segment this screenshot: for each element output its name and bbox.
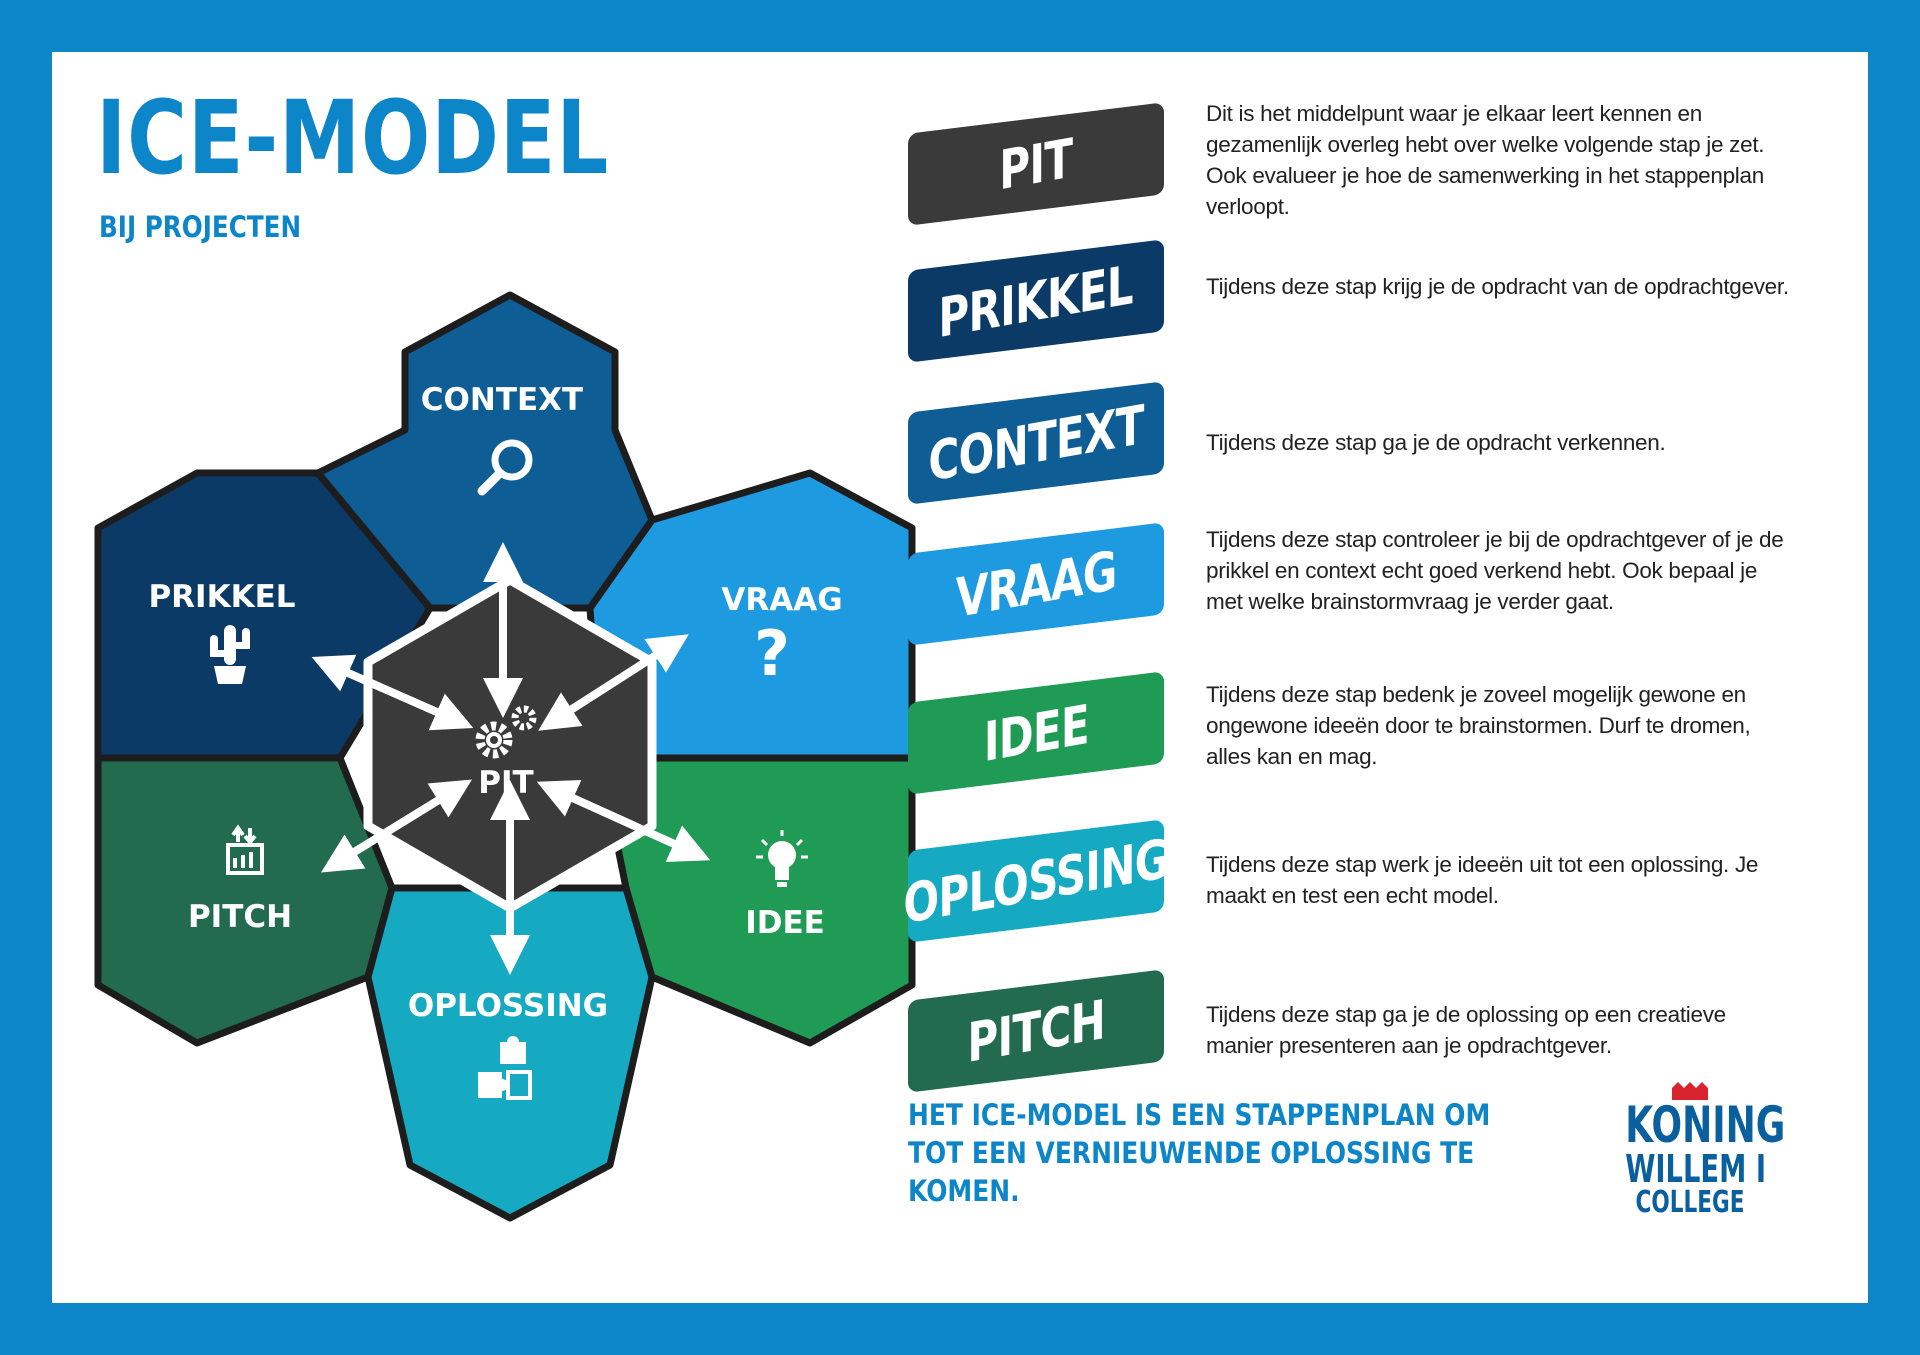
crown-icon xyxy=(1672,1082,1708,1100)
gears-icon xyxy=(475,705,537,759)
cactus-icon xyxy=(210,625,250,684)
label-pitch: PITCH xyxy=(188,899,292,935)
description-prikkel: Tijdens deze stap krijg je de opdracht v… xyxy=(1206,274,1789,299)
label-vraag: VRAAG xyxy=(721,582,842,618)
svg-text:?: ? xyxy=(754,617,790,690)
footer-tagline: HET ICE-MODEL IS EEN STAPPENPLAN OM TOT … xyxy=(908,1098,1491,1208)
label-prikkel: PRIKKEL xyxy=(148,579,295,615)
arrows xyxy=(311,542,711,975)
label-oplossing: OPLOSSING xyxy=(408,988,608,1024)
page-subtitle: BIJ PROJECTEN xyxy=(99,210,302,244)
page-title: ICE-MODEL xyxy=(96,79,610,198)
description-context: Tijdens deze stap ga je de opdracht verk… xyxy=(1206,430,1666,455)
school-logo: KONING WILLEM I COLLEGE xyxy=(1600,1080,1786,1240)
question-mark-icon: ? xyxy=(754,617,790,690)
magnifier-icon xyxy=(477,439,533,496)
logo-line-1: KONING xyxy=(1625,1096,1786,1154)
label-idee: IDEE xyxy=(745,905,825,941)
presentation-icon xyxy=(226,824,264,875)
description-vraag: Tijdens deze stap controleer je bij de o… xyxy=(1206,527,1784,614)
description-pitch: Tijdens deze stap ga je de oplossing op … xyxy=(1206,1002,1726,1058)
description-idee: Tijdens deze stap bedenk je zoveel mogel… xyxy=(1206,682,1751,769)
lightbulb-icon xyxy=(756,830,808,887)
puzzle-icon xyxy=(478,1036,532,1100)
logo-line-3: COLLEGE xyxy=(1635,1185,1745,1220)
label-context: CONTEXT xyxy=(421,382,583,418)
logo-line-2: WILLEM I xyxy=(1625,1147,1767,1191)
description-pit: Dit is het middelpunt waar je elkaar lee… xyxy=(1206,101,1765,219)
label-pit: PIT xyxy=(478,765,533,801)
description-oplossing: Tijdens deze stap werk je ideeën uit tot… xyxy=(1206,852,1759,908)
ice-model-diagram: CONTEXT PRIKKEL VRAAG PIT PITCH IDEE OPL… xyxy=(94,291,916,1222)
